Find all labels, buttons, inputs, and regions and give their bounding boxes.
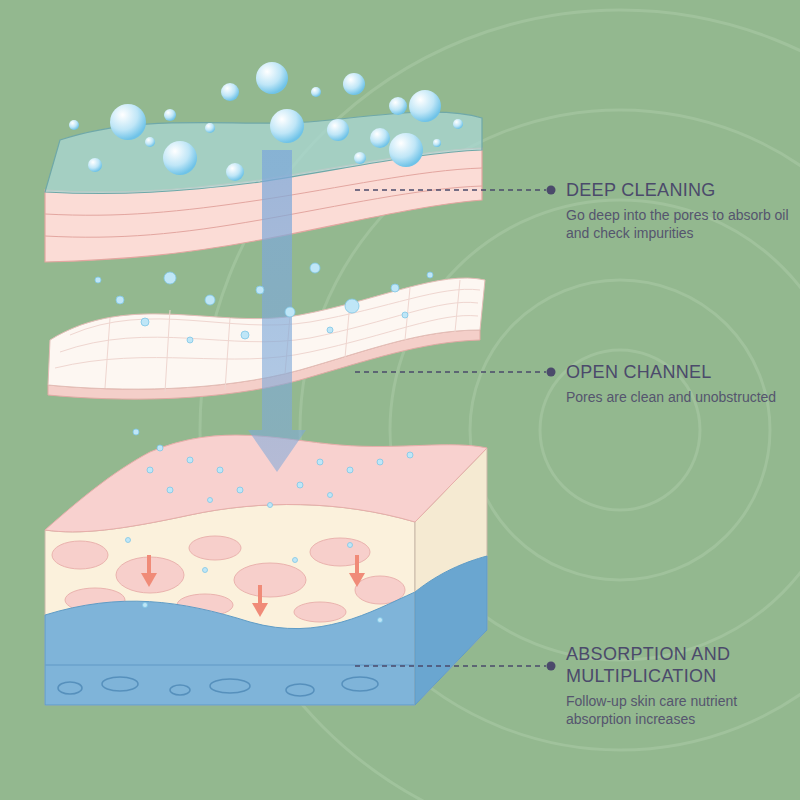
block-front: [45, 505, 415, 705]
callout-heading: OPEN CHANNEL: [566, 361, 796, 383]
leader-dots: [547, 186, 556, 671]
penetration-beam: [248, 150, 306, 472]
callout-text: Follow-up skin care nutrient absorption …: [566, 692, 794, 728]
callout-text: Go deep into the pores to absorb oil and…: [566, 206, 794, 242]
dermis-cells: [58, 677, 378, 696]
callout-text: Pores are clean and unobstructed: [566, 388, 794, 406]
small-bubbles: [95, 263, 433, 623]
absorb-arrows: [141, 555, 365, 617]
skin-block: [45, 435, 487, 705]
block-side-dermis: [415, 556, 487, 705]
bubbles: [69, 62, 463, 181]
block-dermis: [45, 592, 415, 705]
callout-heading: ABSORPTION AND MULTIPLICATION: [566, 643, 756, 687]
callout-heading: DEEP CLEANING: [566, 179, 796, 201]
leader-lines: [355, 190, 546, 666]
